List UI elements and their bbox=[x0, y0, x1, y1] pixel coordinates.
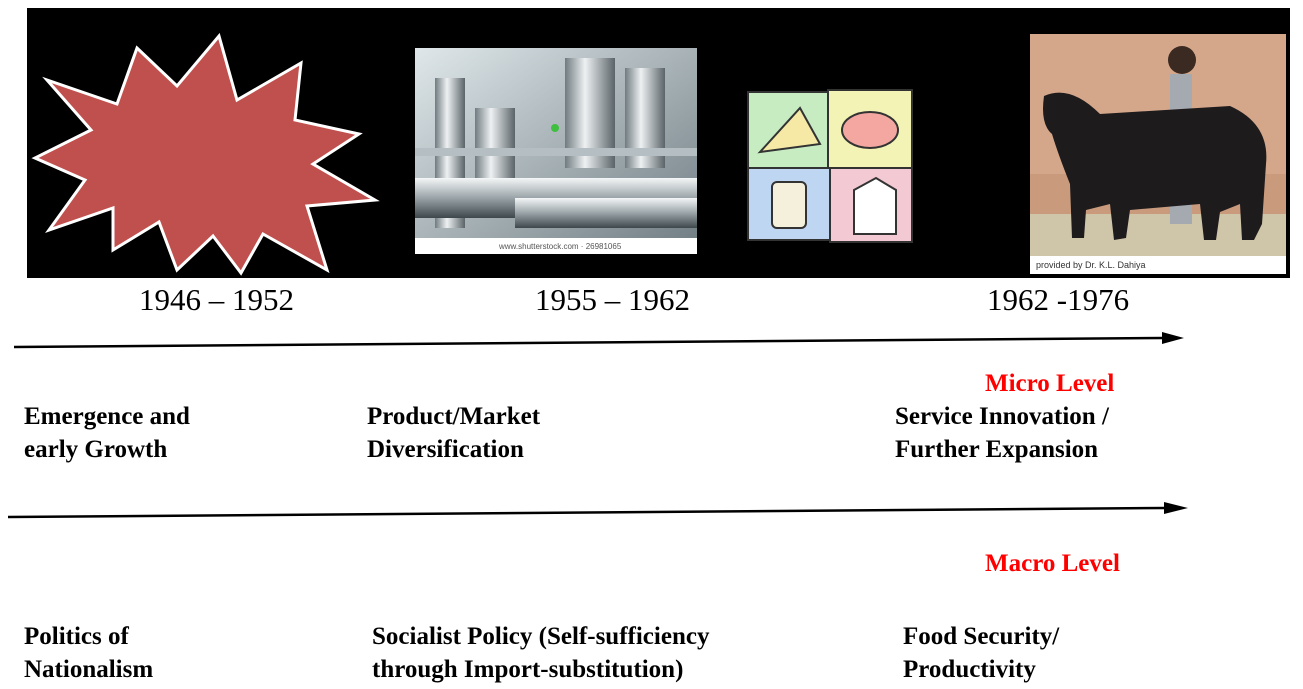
macro-item-3-line2: Productivity bbox=[903, 656, 1036, 683]
macro-item-3-line1: Food Security/ bbox=[903, 623, 1060, 650]
period-years-3: 1962 -1976 bbox=[987, 282, 1130, 317]
micro-item-3-line1: Service Innovation / bbox=[895, 403, 1109, 430]
dairy-products-clipart bbox=[747, 89, 913, 243]
buffalo-photo: provided by Dr. K.L. Dahiya bbox=[1030, 34, 1286, 274]
macro-item-1-line2: Nationalism bbox=[24, 656, 154, 683]
timeline-arrow-micro bbox=[14, 332, 1184, 349]
period-years-1: 1946 – 1952 bbox=[139, 282, 294, 317]
dairy-factory-photo: www.shutterstock.com · 26981065 bbox=[415, 48, 697, 254]
macro-item-2-line1: Socialist Policy (Self-sufficiency bbox=[372, 623, 710, 650]
buffalo-caption: provided by Dr. K.L. Dahiya bbox=[1036, 260, 1146, 270]
macro-item-2-line2: through Import-substitution) bbox=[372, 656, 684, 683]
factory-watermark: www.shutterstock.com · 26981065 bbox=[498, 242, 622, 251]
micro-item-2-line2: Diversification bbox=[367, 436, 524, 463]
macro-level-label: Macro Level bbox=[985, 550, 1120, 577]
micro-level-label: Micro Level bbox=[985, 370, 1115, 397]
timeline-arrow-macro bbox=[8, 502, 1188, 519]
macro-item-1-line1: Politics of bbox=[24, 623, 129, 650]
micro-item-1-line2: early Growth bbox=[24, 436, 168, 463]
micro-item-3-line2: Further Expansion bbox=[895, 436, 1099, 463]
period-years-2: 1955 – 1962 bbox=[535, 282, 690, 317]
micro-item-2-line1: Product/Market bbox=[367, 403, 541, 430]
starburst-icon bbox=[31, 32, 380, 276]
micro-item-1-line1: Emergence and bbox=[24, 403, 190, 430]
